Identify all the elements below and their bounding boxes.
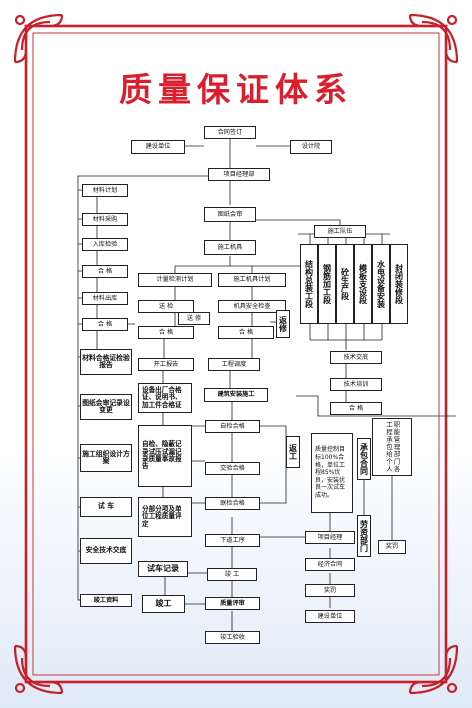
construction-team-box: 施工队伍 [314, 225, 366, 238]
completion-small-box: 竣 工 [207, 568, 257, 581]
qualified-3-box: 合 格 [138, 326, 194, 339]
machinery-plan-box: 施工机具计划 [218, 273, 286, 287]
contract-vertical-box: 承包合同 [357, 438, 371, 480]
machinery-safety-check-box: 机具安全检查 [218, 300, 286, 313]
team-box-2: 钢筋加工段 [318, 244, 336, 324]
drawing-review-box: 图纸会审 [204, 207, 256, 222]
handover-qualified-box: 交验合格 [205, 462, 260, 475]
economic-contract-box: 经济合同 [305, 558, 355, 571]
page-title: 质量保证体系 [119, 70, 353, 109]
qualified-5-box: 合 格 [330, 402, 382, 415]
project-manager-box: 项目经理部 [208, 168, 270, 181]
joint-qualified-box: 联检合格 [205, 497, 260, 510]
quality-eval-box: 质量评审 [205, 597, 260, 610]
tech-training-box: 技术培训 [330, 378, 382, 391]
team-box-3: 砼生产段 [336, 244, 354, 324]
reward-box: 奖罚 [305, 584, 355, 597]
trial-run-box: 试 车 [80, 497, 132, 517]
construction-adjust-box: 工程调度 [208, 358, 260, 371]
construction-machinery-box: 施工机具 [204, 240, 256, 255]
labor-dept-box: 劳资部门 [357, 515, 371, 557]
factory-cert-box: 设备出厂合格证、说明书、加工件合格证 [138, 383, 192, 413]
send-repair-1-box: 送 修 [178, 312, 210, 325]
submit-inspection-box: 送 检 [138, 300, 194, 313]
team-box-1: 结构总装工段 [300, 244, 318, 324]
design-institute-box: 设计院 [290, 140, 332, 154]
build-safe-box: 建筑安装施工 [204, 388, 268, 402]
material-purchase-box: 材料采购 [82, 213, 128, 226]
rework-box: 返工 [286, 436, 300, 468]
completion-box: 竣工 [142, 595, 185, 613]
qualified-2-box: 合 格 [82, 318, 128, 331]
reward-2-box: 奖罚 [378, 540, 406, 554]
team-box-4: 模板支设段 [354, 244, 372, 324]
team-box-5: 水电设备安装 [372, 244, 390, 324]
trial-record-box: 试车记录 [138, 561, 188, 577]
builder-box: 建设单位 [131, 140, 185, 154]
construction-org-box: 施工组织设计方案 [80, 444, 132, 472]
material-plan-box: 材料计划 [82, 184, 128, 197]
contract-box: 合同签订 [204, 126, 256, 139]
material-cert-box: 材料合格证检验报告 [80, 349, 132, 375]
team-box-6: 封闭装修段 [390, 244, 408, 324]
incoming-inspection-box: 入库检验 [82, 238, 128, 251]
start-report-box: 开工报告 [138, 358, 194, 371]
drawing-change-box: 图纸会审记录设变更 [80, 394, 132, 420]
corner-ornament-icon [13, 13, 459, 695]
function-dept-box: 职能管理部门各工程承包给个人 [372, 418, 412, 476]
qualified-4-box: 合 格 [218, 326, 274, 339]
division-eval-box: 分部分项及单位工程质量评定 [138, 497, 192, 537]
next-process-box: 下道工序 [205, 534, 260, 547]
send-repair-2-box: 返修 [276, 310, 290, 338]
project-manager-2-box: 项目经理 [305, 531, 355, 544]
completion-acceptance-box: 竣工验收 [205, 631, 260, 644]
builder-2-box: 建设单位 [305, 610, 355, 623]
completion-docs-box: 竣工资料 [80, 594, 132, 607]
measurement-plan-box: 计量检测计划 [138, 273, 212, 287]
qualified-1-box: 合 格 [82, 265, 128, 278]
tech-briefing-box: 技术交底 [330, 351, 382, 364]
hidden-record-box: 自检、隐蔽记录试压试漏记录质量事故报告 [138, 425, 192, 487]
material-issue-box: 材料出库 [82, 292, 128, 305]
quality-target-box: 质量控制目标100%合格，单位工程85%优良，安装优良一次试车成功。 [311, 433, 353, 513]
self-check-box: 自检合格 [205, 420, 260, 433]
safety-tech-box: 安全技术交底 [80, 538, 132, 564]
